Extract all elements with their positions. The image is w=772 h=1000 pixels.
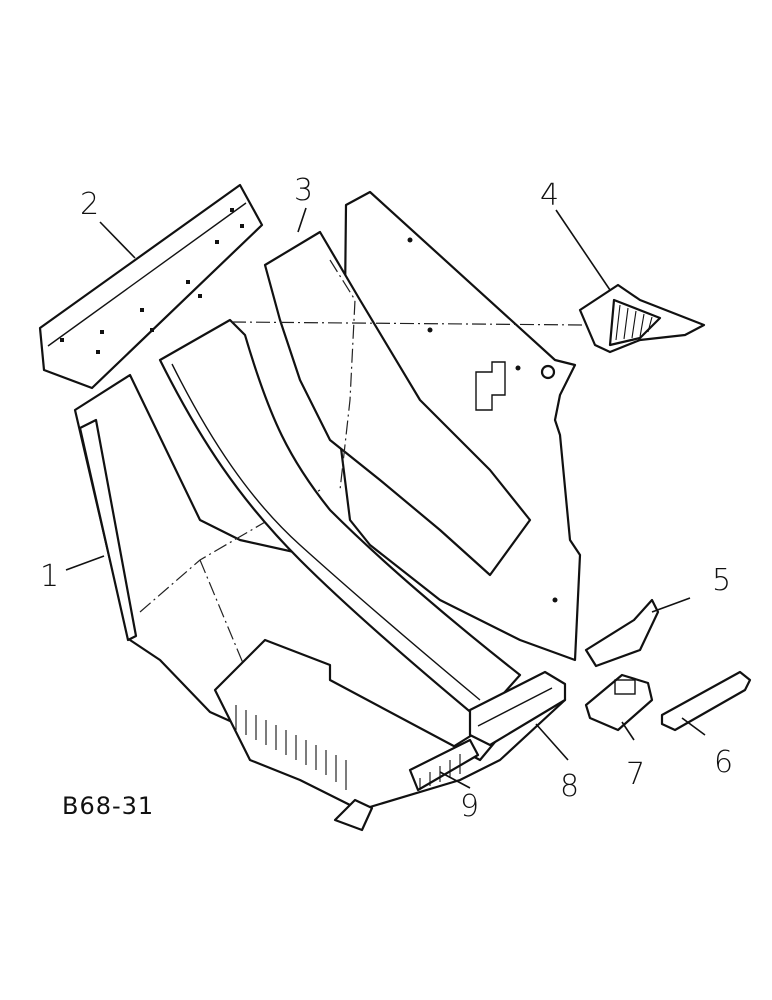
callout-6: 6 <box>714 745 733 780</box>
callout-1: 1 <box>40 559 59 594</box>
part-5-bracket <box>584 598 660 668</box>
callout-5: 5 <box>712 563 731 598</box>
leader-lines <box>65 207 706 789</box>
part-8-angle-bracket <box>468 670 567 747</box>
callout-4: 4 <box>540 178 559 213</box>
callout-2: 2 <box>80 187 99 222</box>
figure-reference-code: B68-31 <box>62 792 154 820</box>
callout-3: 3 <box>294 173 313 208</box>
part-4-wedge-bracket <box>578 283 706 354</box>
callout-9: 9 <box>460 789 479 824</box>
part-1-left-panel <box>73 373 482 792</box>
callout-7: 7 <box>626 757 645 792</box>
part-2-top-strip <box>38 183 264 390</box>
floor-channel <box>158 318 522 722</box>
callout-8: 8 <box>560 769 579 804</box>
part-3-rear-panel <box>338 190 582 662</box>
middle-panel <box>263 230 532 577</box>
part-6-bracket <box>660 670 752 732</box>
assembly-line-4 <box>231 321 587 326</box>
part-7-clip <box>584 673 654 732</box>
part-9-bracket <box>408 738 480 792</box>
